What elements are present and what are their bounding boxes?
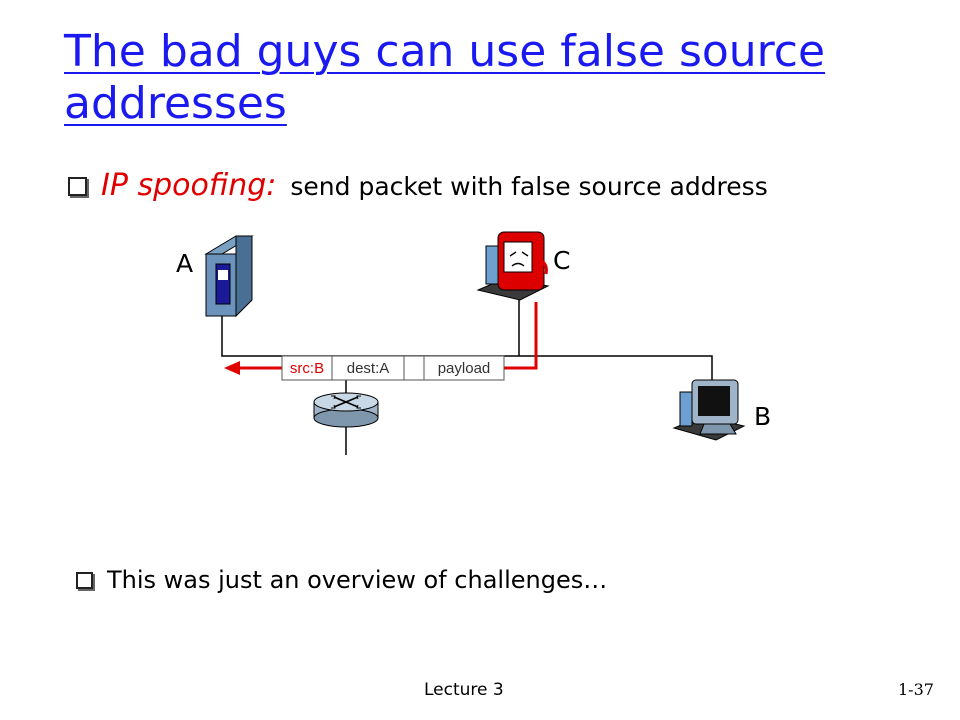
bullet-ip-spoofing: IP spoofing: send packet with false sour… [68, 168, 768, 203]
packet-src-text: src:B [290, 360, 324, 377]
router-icon [313, 392, 379, 428]
bullet-overview-text: This was just an overview of challenges… [107, 566, 608, 594]
node-label-a: A [176, 249, 194, 278]
packet-blank-field [403, 355, 425, 381]
desktop-computer-icon [672, 379, 746, 441]
spoofed-packet: src:B dest:A payload [281, 355, 505, 381]
bullet-square-icon [68, 177, 87, 196]
packet-payload-field [423, 355, 505, 381]
bullet-overview: This was just an overview of challenges… [76, 566, 607, 594]
attacker-computer-icon [476, 231, 550, 301]
bullet-term: IP spoofing: [101, 168, 277, 203]
packet-payload-text: payload [438, 360, 491, 377]
packet-dest-field [331, 355, 405, 381]
footer-lecture: Lecture 3 [424, 680, 504, 700]
packet-dest-text: dest:A [347, 360, 390, 377]
node-label-b: B [754, 402, 772, 431]
bullet-square-icon [76, 572, 93, 589]
node-label-c: C [553, 246, 571, 275]
spoof-arrow-head-icon [224, 361, 240, 375]
bullet-description: send packet with false source address [290, 172, 768, 201]
server-icon [204, 235, 254, 318]
slide-title: The bad guys can use false source addres… [64, 26, 826, 129]
footer-page-number: 1-37 [898, 680, 934, 699]
